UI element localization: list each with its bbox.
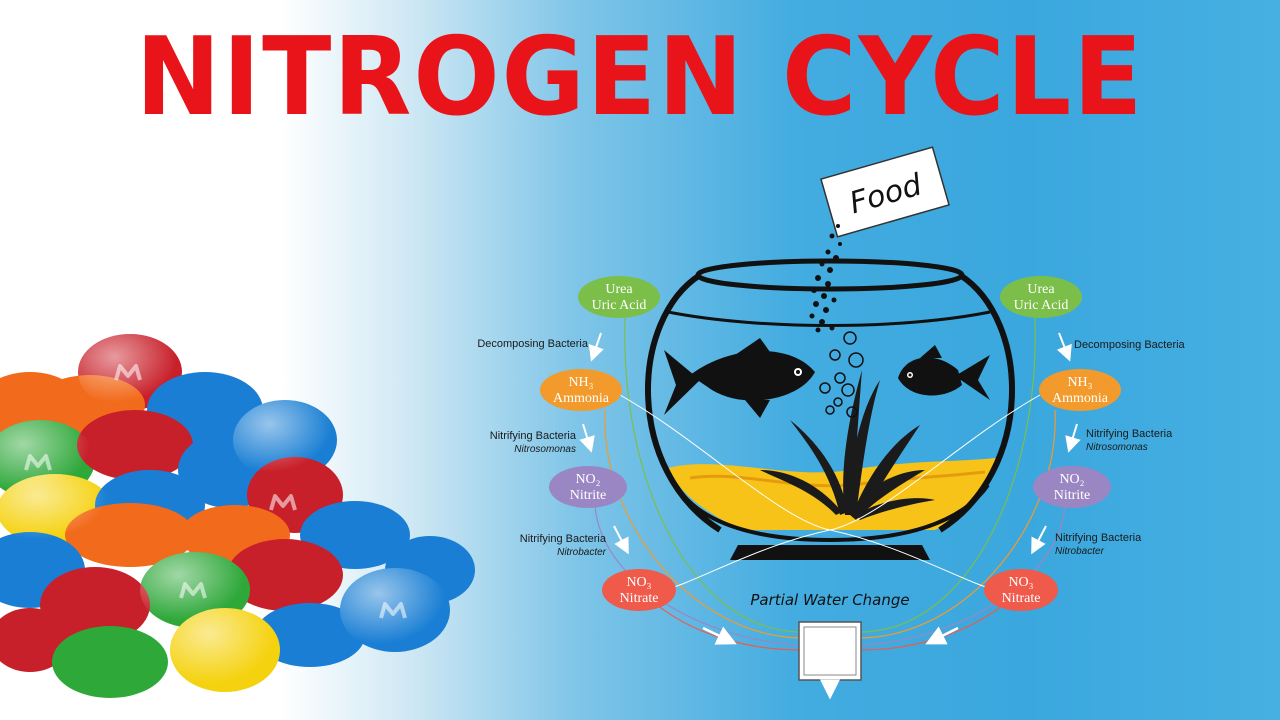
arrow-icon — [588, 332, 604, 362]
left-step3-organism: Nitrobacter — [557, 547, 607, 558]
svg-text:Nitrite: Nitrite — [570, 488, 607, 503]
arrow-icon — [702, 626, 737, 645]
right-step2-organism: Nitrosomonas — [1086, 442, 1148, 453]
right-step3-organism: Nitrobacter — [1055, 546, 1105, 557]
node-urea-left: Urea Uric Acid — [578, 276, 660, 318]
svg-text:NH₃: NH₃ — [568, 375, 593, 390]
svg-text:Urea: Urea — [605, 282, 633, 297]
node-nitrite-left: NO₂ Nitrite — [549, 466, 627, 508]
svg-text:Urea: Urea — [1027, 282, 1055, 297]
fish-icon — [898, 345, 990, 400]
svg-text:Nitrate: Nitrate — [620, 591, 659, 606]
svg-text:Ammonia: Ammonia — [553, 391, 610, 406]
right-cycle: Urea Uric Acid Decomposing Bacteria NH₃ … — [984, 276, 1186, 611]
svg-text:NH₃: NH₃ — [1067, 375, 1092, 390]
arrow-icon — [579, 423, 595, 453]
node-nitrate-left: NO₃ Nitrate — [602, 569, 676, 611]
fish-icon — [664, 338, 815, 418]
food-particles — [809, 224, 842, 333]
svg-text:Uric Acid: Uric Acid — [1014, 298, 1069, 313]
arrow-icon — [613, 525, 629, 555]
left-step1-label: Decomposing Bacteria — [477, 338, 589, 350]
water-change-label: Partial Water Change — [750, 591, 909, 609]
node-urea-right: Urea Uric Acid — [1000, 276, 1082, 318]
candy-pile-image — [0, 334, 475, 698]
svg-text:Nitrite: Nitrite — [1054, 488, 1091, 503]
node-ammonia-left: NH₃ Ammonia — [540, 369, 622, 411]
page-title: NITROGEN CYCLE — [135, 15, 1145, 140]
left-step2-organism: Nitrosomonas — [514, 444, 576, 455]
filter-box-icon — [798, 621, 862, 681]
svg-text:Ammonia: Ammonia — [1052, 391, 1109, 406]
svg-text:NO₂: NO₂ — [1059, 472, 1084, 487]
svg-text:NO₂: NO₂ — [575, 472, 600, 487]
right-step1-label: Decomposing Bacteria — [1074, 339, 1186, 351]
node-nitrite-right: NO₂ Nitrite — [1033, 466, 1111, 508]
svg-text:Nitrate: Nitrate — [1002, 591, 1041, 606]
left-step2-label: Nitrifying Bacteria — [490, 430, 577, 442]
fishbowl-icon — [645, 258, 1015, 560]
food-card: Food — [820, 146, 950, 238]
arrow-icon — [1065, 423, 1081, 453]
right-step3-label: Nitrifying Bacteria — [1055, 532, 1142, 544]
left-step3-label: Nitrifying Bacteria — [520, 533, 607, 545]
node-nitrate-right: NO₃ Nitrate — [984, 569, 1058, 611]
arrow-icon — [1056, 332, 1072, 362]
plant-icon — [760, 370, 935, 520]
left-cycle: Urea Uric Acid Decomposing Bacteria NH₃ … — [477, 276, 676, 611]
node-ammonia-right: NH₃ Ammonia — [1039, 369, 1121, 411]
arrow-icon — [1031, 525, 1047, 555]
svg-text:NO₃: NO₃ — [626, 575, 651, 590]
bubbles-icon — [819, 331, 864, 418]
svg-text:Uric Acid: Uric Acid — [592, 298, 647, 313]
arrow-icon — [925, 626, 959, 645]
right-step2-label: Nitrifying Bacteria — [1086, 428, 1173, 440]
svg-text:NO₃: NO₃ — [1008, 575, 1033, 590]
